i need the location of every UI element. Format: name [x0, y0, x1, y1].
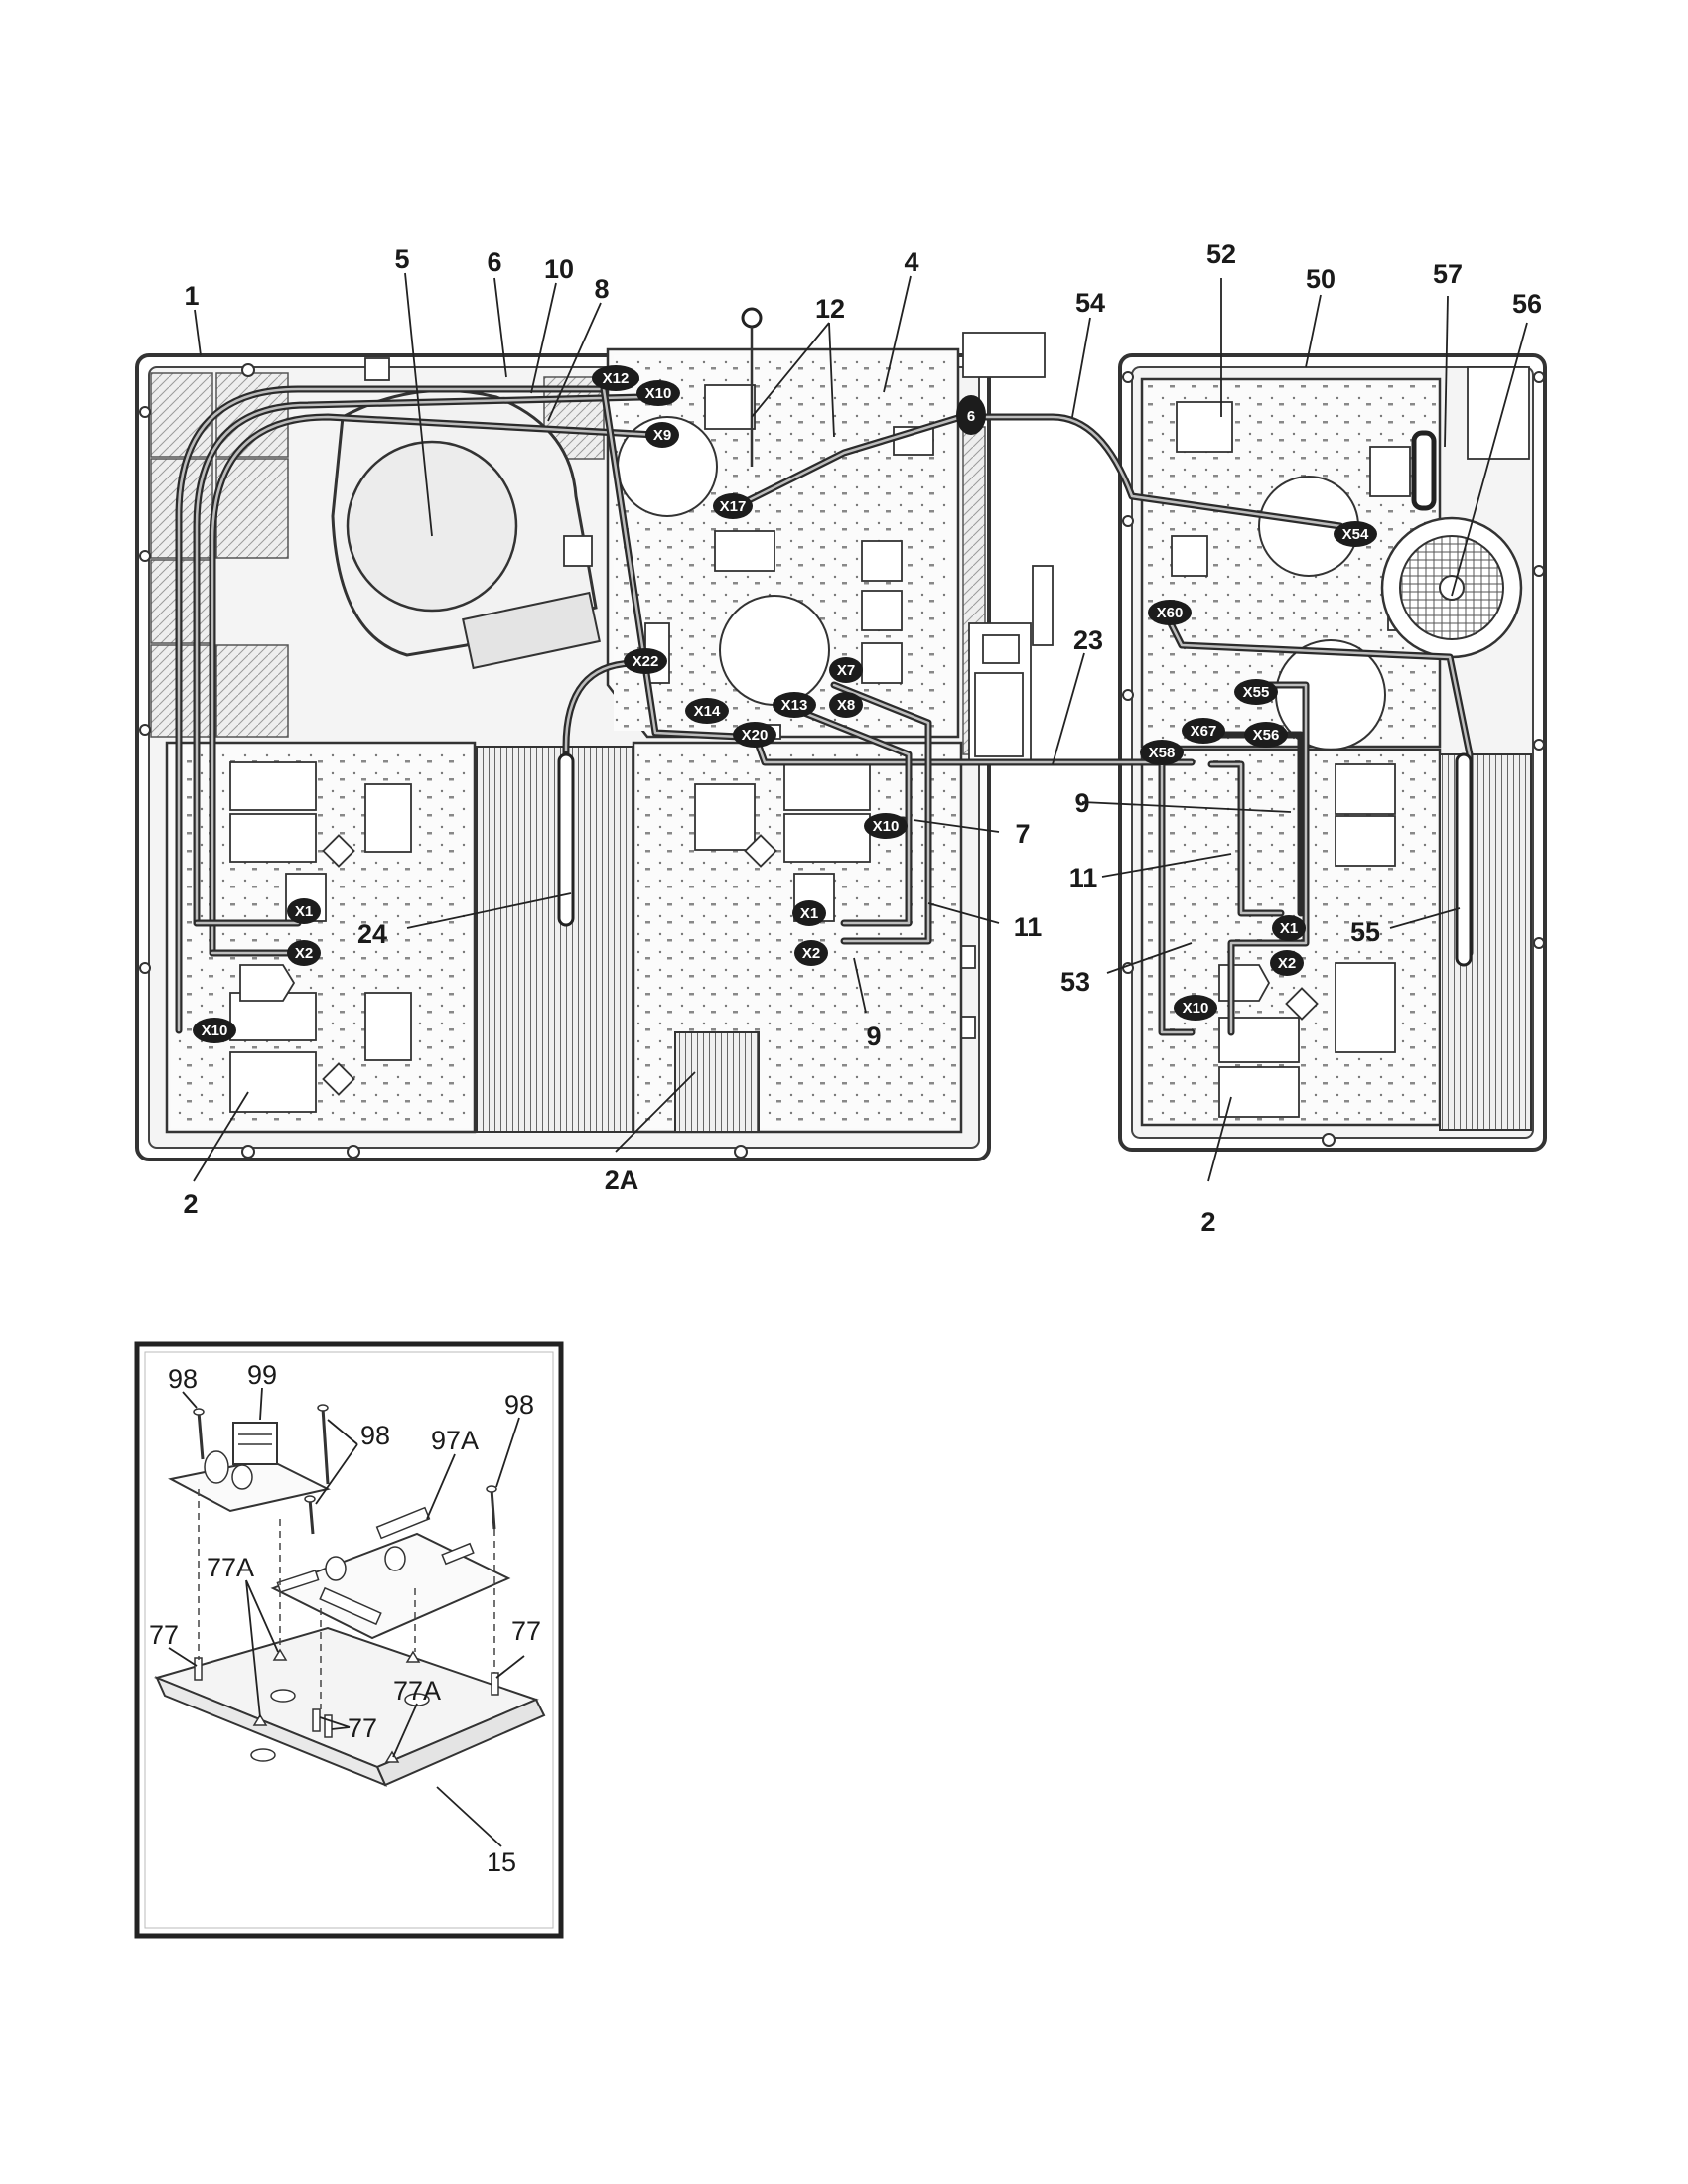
callout-7: 7	[1015, 819, 1030, 849]
heatsink-left	[476, 746, 634, 1133]
inset-detail: 98 99 98 97A 98 77A 77 77 77 77A 15	[134, 1341, 564, 1939]
inset-callout-98-c: 98	[504, 1390, 534, 1420]
callout-11-right: 11	[1069, 863, 1098, 892]
callout-10: 10	[544, 254, 574, 284]
callout-2-right: 2	[1200, 1207, 1215, 1237]
connector-x56: X56	[1253, 727, 1280, 744]
connector-x10-left: X10	[202, 1023, 228, 1039]
callout-2-left: 2	[183, 1189, 198, 1219]
connector-x2-mid: X2	[802, 945, 820, 962]
inset-callout-98-a: 98	[168, 1364, 198, 1394]
right-fan	[1380, 366, 1530, 659]
connector-x7: X7	[837, 662, 855, 679]
connector-x20: X20	[742, 727, 769, 744]
connector-x60: X60	[1157, 605, 1184, 621]
connector-x9: X9	[653, 427, 671, 444]
connector-x17: X17	[720, 498, 747, 515]
callout-5: 5	[394, 244, 409, 274]
inset-callout-77-c: 77	[348, 1713, 377, 1743]
callout-24: 24	[357, 919, 387, 949]
heatsink-right	[1439, 753, 1532, 1131]
inset-callout-77A-a: 77A	[207, 1553, 254, 1582]
callout-labels: 1 5 6 10 8 12 4 54 52 50 57 56 23 7 9 9 …	[183, 239, 1542, 1237]
inset-callout-15: 15	[487, 1847, 516, 1877]
connector-x8: X8	[837, 697, 855, 714]
inset-callout-97A: 97A	[431, 1426, 479, 1455]
connector-x13: X13	[781, 697, 808, 714]
connector-x22: X22	[633, 653, 659, 670]
connector-badges: X12 X10 X9 X17 6 X22 X14 X13 X7 X8 X20 X…	[193, 365, 1377, 1043]
callout-23: 23	[1073, 625, 1103, 655]
connector-x2-left: X2	[295, 945, 313, 962]
callout-6: 6	[487, 247, 501, 277]
inset-callout-77A-b: 77A	[393, 1676, 441, 1706]
callout-4: 4	[904, 247, 918, 277]
callout-8: 8	[594, 274, 609, 304]
connector-x2-right: X2	[1278, 955, 1296, 972]
callout-9-mid: 9	[866, 1022, 881, 1051]
inset-callout-77-b: 77	[511, 1616, 541, 1646]
callout-55: 55	[1350, 917, 1380, 947]
connector-x10-top: X10	[645, 385, 672, 402]
callout-54: 54	[1075, 288, 1105, 318]
callout-56: 56	[1512, 289, 1542, 319]
connector-x1-mid: X1	[800, 905, 818, 922]
terminal-block	[962, 332, 1054, 763]
callout-53: 53	[1060, 967, 1090, 997]
callout-1: 1	[184, 281, 199, 311]
callout-50: 50	[1306, 264, 1336, 294]
callout-57: 57	[1433, 259, 1463, 289]
connector-x10-right: X10	[1183, 1000, 1209, 1017]
connector-x1-right: X1	[1280, 920, 1298, 937]
wire-harnesses	[175, 385, 1474, 1036]
connector-6: 6	[967, 408, 975, 425]
generator-board-left	[165, 741, 477, 1134]
connector-x14: X14	[694, 703, 721, 720]
ground-screw	[741, 307, 763, 329]
leader-lines	[193, 272, 1528, 1182]
connector-x67: X67	[1191, 723, 1217, 740]
callout-11-mid: 11	[1014, 912, 1043, 942]
callout-2A: 2A	[605, 1165, 639, 1195]
main-control-board	[606, 347, 960, 740]
callout-52: 52	[1206, 239, 1236, 269]
connector-x1-left: X1	[295, 903, 313, 920]
inset-callout-98-b: 98	[360, 1421, 390, 1450]
connector-x10-mid: X10	[873, 818, 900, 835]
connector-x55: X55	[1243, 684, 1270, 701]
callout-9-right: 9	[1074, 788, 1089, 818]
connector-x58: X58	[1149, 745, 1176, 761]
connector-x12: X12	[603, 370, 630, 387]
inset-callout-99: 99	[247, 1360, 277, 1390]
inset-callout-77-a: 77	[149, 1620, 179, 1650]
connector-x54: X54	[1342, 526, 1369, 543]
callout-12: 12	[815, 294, 845, 324]
